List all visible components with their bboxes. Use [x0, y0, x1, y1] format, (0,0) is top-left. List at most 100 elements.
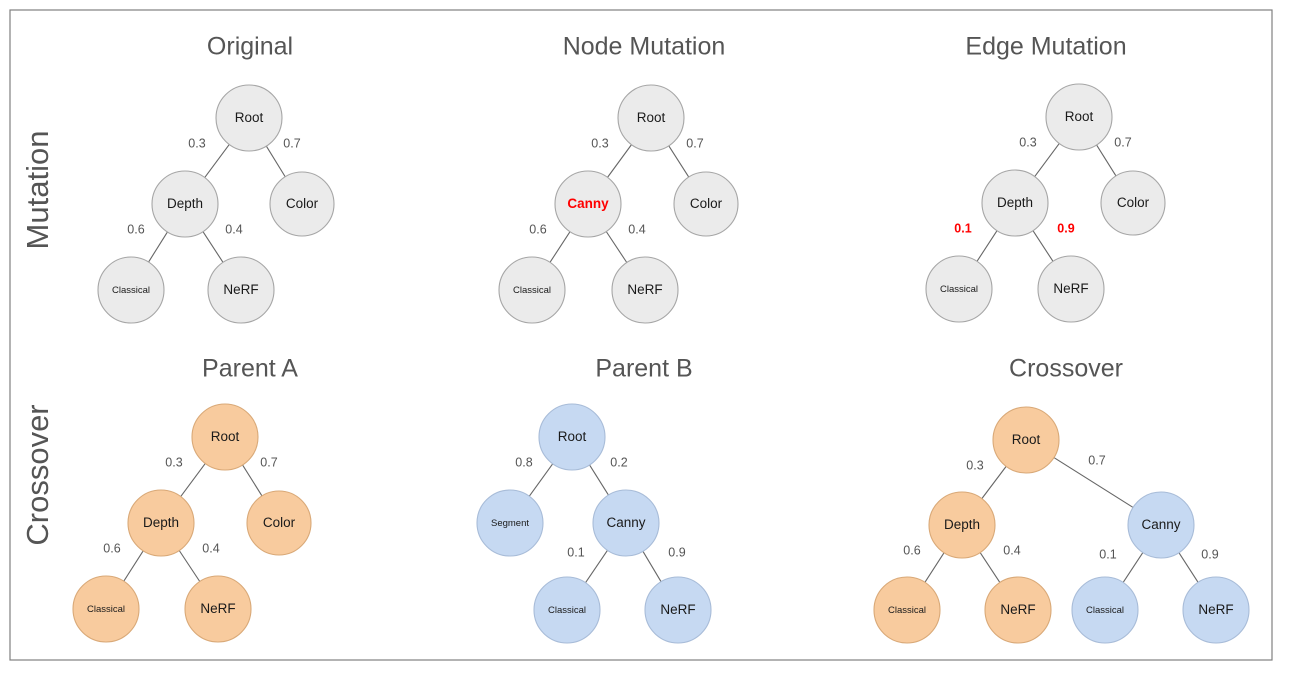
edge-root-segment	[528, 463, 554, 497]
edges-original	[148, 144, 286, 263]
edge-canny-nerf2	[1178, 552, 1199, 583]
node-label-color: Color	[286, 196, 319, 211]
edge-label-depth-classical: 0.6	[127, 222, 144, 236]
edges-parent-a	[123, 463, 263, 582]
figure-border	[9, 9, 1273, 661]
node-label-color: Color	[1117, 195, 1150, 210]
edge-root-canny	[1053, 457, 1134, 508]
node-root[interactable]	[992, 406, 1060, 474]
edge-label-root-segment: 0.8	[515, 455, 532, 469]
node-classical[interactable]	[925, 255, 993, 323]
node-root[interactable]	[1045, 83, 1113, 151]
edge-label-root-color: 0.7	[1114, 135, 1131, 149]
edge-label-root-depth: 0.3	[1019, 135, 1036, 149]
edge-root-canny	[589, 464, 609, 496]
node-label-root: Root	[211, 429, 240, 444]
node-classical1[interactable]	[873, 576, 941, 644]
node-label-depth: Depth	[997, 195, 1033, 210]
node-depth[interactable]	[151, 170, 219, 238]
node-nerf2[interactable]	[1182, 576, 1250, 644]
edge-label-canny-classical: 0.1	[567, 545, 584, 559]
edge-labels-parent-b: 0.8 0.2 0.1 0.9	[515, 455, 685, 559]
edge-canny-classical	[549, 231, 571, 263]
node-canny[interactable]	[1127, 491, 1195, 559]
panel-title-edge-mutation: Edge Mutation	[965, 33, 1126, 61]
edge-label-depth-nerf: 0.4	[225, 222, 242, 236]
edge-root-depth	[1034, 143, 1060, 177]
edges-node-mutation	[549, 144, 690, 263]
node-label-canny: Canny	[1141, 517, 1180, 532]
node-classical[interactable]	[97, 256, 165, 324]
node-nerf1[interactable]	[984, 576, 1052, 644]
node-classical[interactable]	[533, 576, 601, 644]
node-depth[interactable]	[981, 169, 1049, 237]
node-root[interactable]	[538, 403, 606, 471]
edge-root-color	[668, 145, 690, 178]
edge-label-canny-nerf: 0.4	[628, 222, 645, 236]
edge-label-canny-classical2: 0.1	[1099, 547, 1116, 561]
node-label-root: Root	[637, 110, 666, 125]
node-nerf[interactable]	[1037, 255, 1105, 323]
node-label-nerf: NeRF	[223, 282, 258, 297]
edge-root-canny	[607, 144, 632, 178]
edge-canny-nerf	[605, 231, 628, 263]
node-classical[interactable]	[498, 256, 566, 324]
edge-label-canny-nerf: 0.9	[668, 545, 685, 559]
node-canny[interactable]	[592, 489, 660, 557]
node-nerf[interactable]	[207, 256, 275, 324]
edge-depth-nerf	[1032, 230, 1054, 262]
node-root[interactable]	[191, 403, 259, 471]
edge-depth-nerf1	[979, 552, 1001, 583]
edges-edge-mutation	[976, 143, 1117, 262]
node-label-classical: Classical	[513, 285, 551, 296]
node-label-canny: Canny	[606, 515, 645, 530]
node-label-depth: Depth	[167, 196, 203, 211]
edge-root-depth	[180, 463, 206, 497]
node-label-root: Root	[235, 110, 264, 125]
node-root[interactable]	[215, 84, 283, 152]
edge-depth-nerf	[202, 231, 224, 263]
node-label-nerf: NeRF	[660, 602, 695, 617]
edges-parent-b	[528, 463, 662, 583]
edge-root-depth	[204, 144, 230, 178]
panel-title-parent-a: Parent A	[202, 355, 298, 383]
panel-title-original: Original	[207, 33, 293, 61]
node-label-segment: Segment	[491, 518, 529, 529]
edge-depth-classical	[976, 230, 998, 262]
node-label-nerf: NeRF	[1053, 281, 1088, 296]
edge-depth-classical	[123, 550, 144, 582]
node-depth[interactable]	[928, 491, 996, 559]
node-nerf[interactable]	[644, 576, 712, 644]
node-canny[interactable]	[554, 170, 622, 238]
node-color[interactable]	[246, 490, 312, 556]
edge-label-depth-nerf1: 0.4	[1003, 543, 1020, 557]
node-color[interactable]	[1100, 170, 1166, 236]
node-label-nerf2: NeRF	[1198, 602, 1233, 617]
edge-label-canny-nerf2: 0.9	[1201, 547, 1218, 561]
edge-label-root-canny: 0.3	[591, 136, 608, 150]
node-nerf[interactable]	[184, 575, 252, 643]
node-root[interactable]	[617, 84, 685, 152]
edge-depth-nerf	[178, 550, 201, 582]
node-color[interactable]	[269, 171, 335, 237]
node-label-color: Color	[263, 515, 296, 530]
node-classical[interactable]	[72, 575, 140, 643]
node-nerf[interactable]	[611, 256, 679, 324]
node-depth[interactable]	[127, 489, 195, 557]
node-color[interactable]	[673, 171, 739, 237]
node-label-root: Root	[558, 429, 587, 444]
edge-label-root-canny: 0.2	[610, 455, 627, 469]
node-classical2[interactable]	[1071, 576, 1139, 644]
node-segment[interactable]	[476, 489, 544, 557]
node-label-classical: Classical	[940, 284, 978, 295]
